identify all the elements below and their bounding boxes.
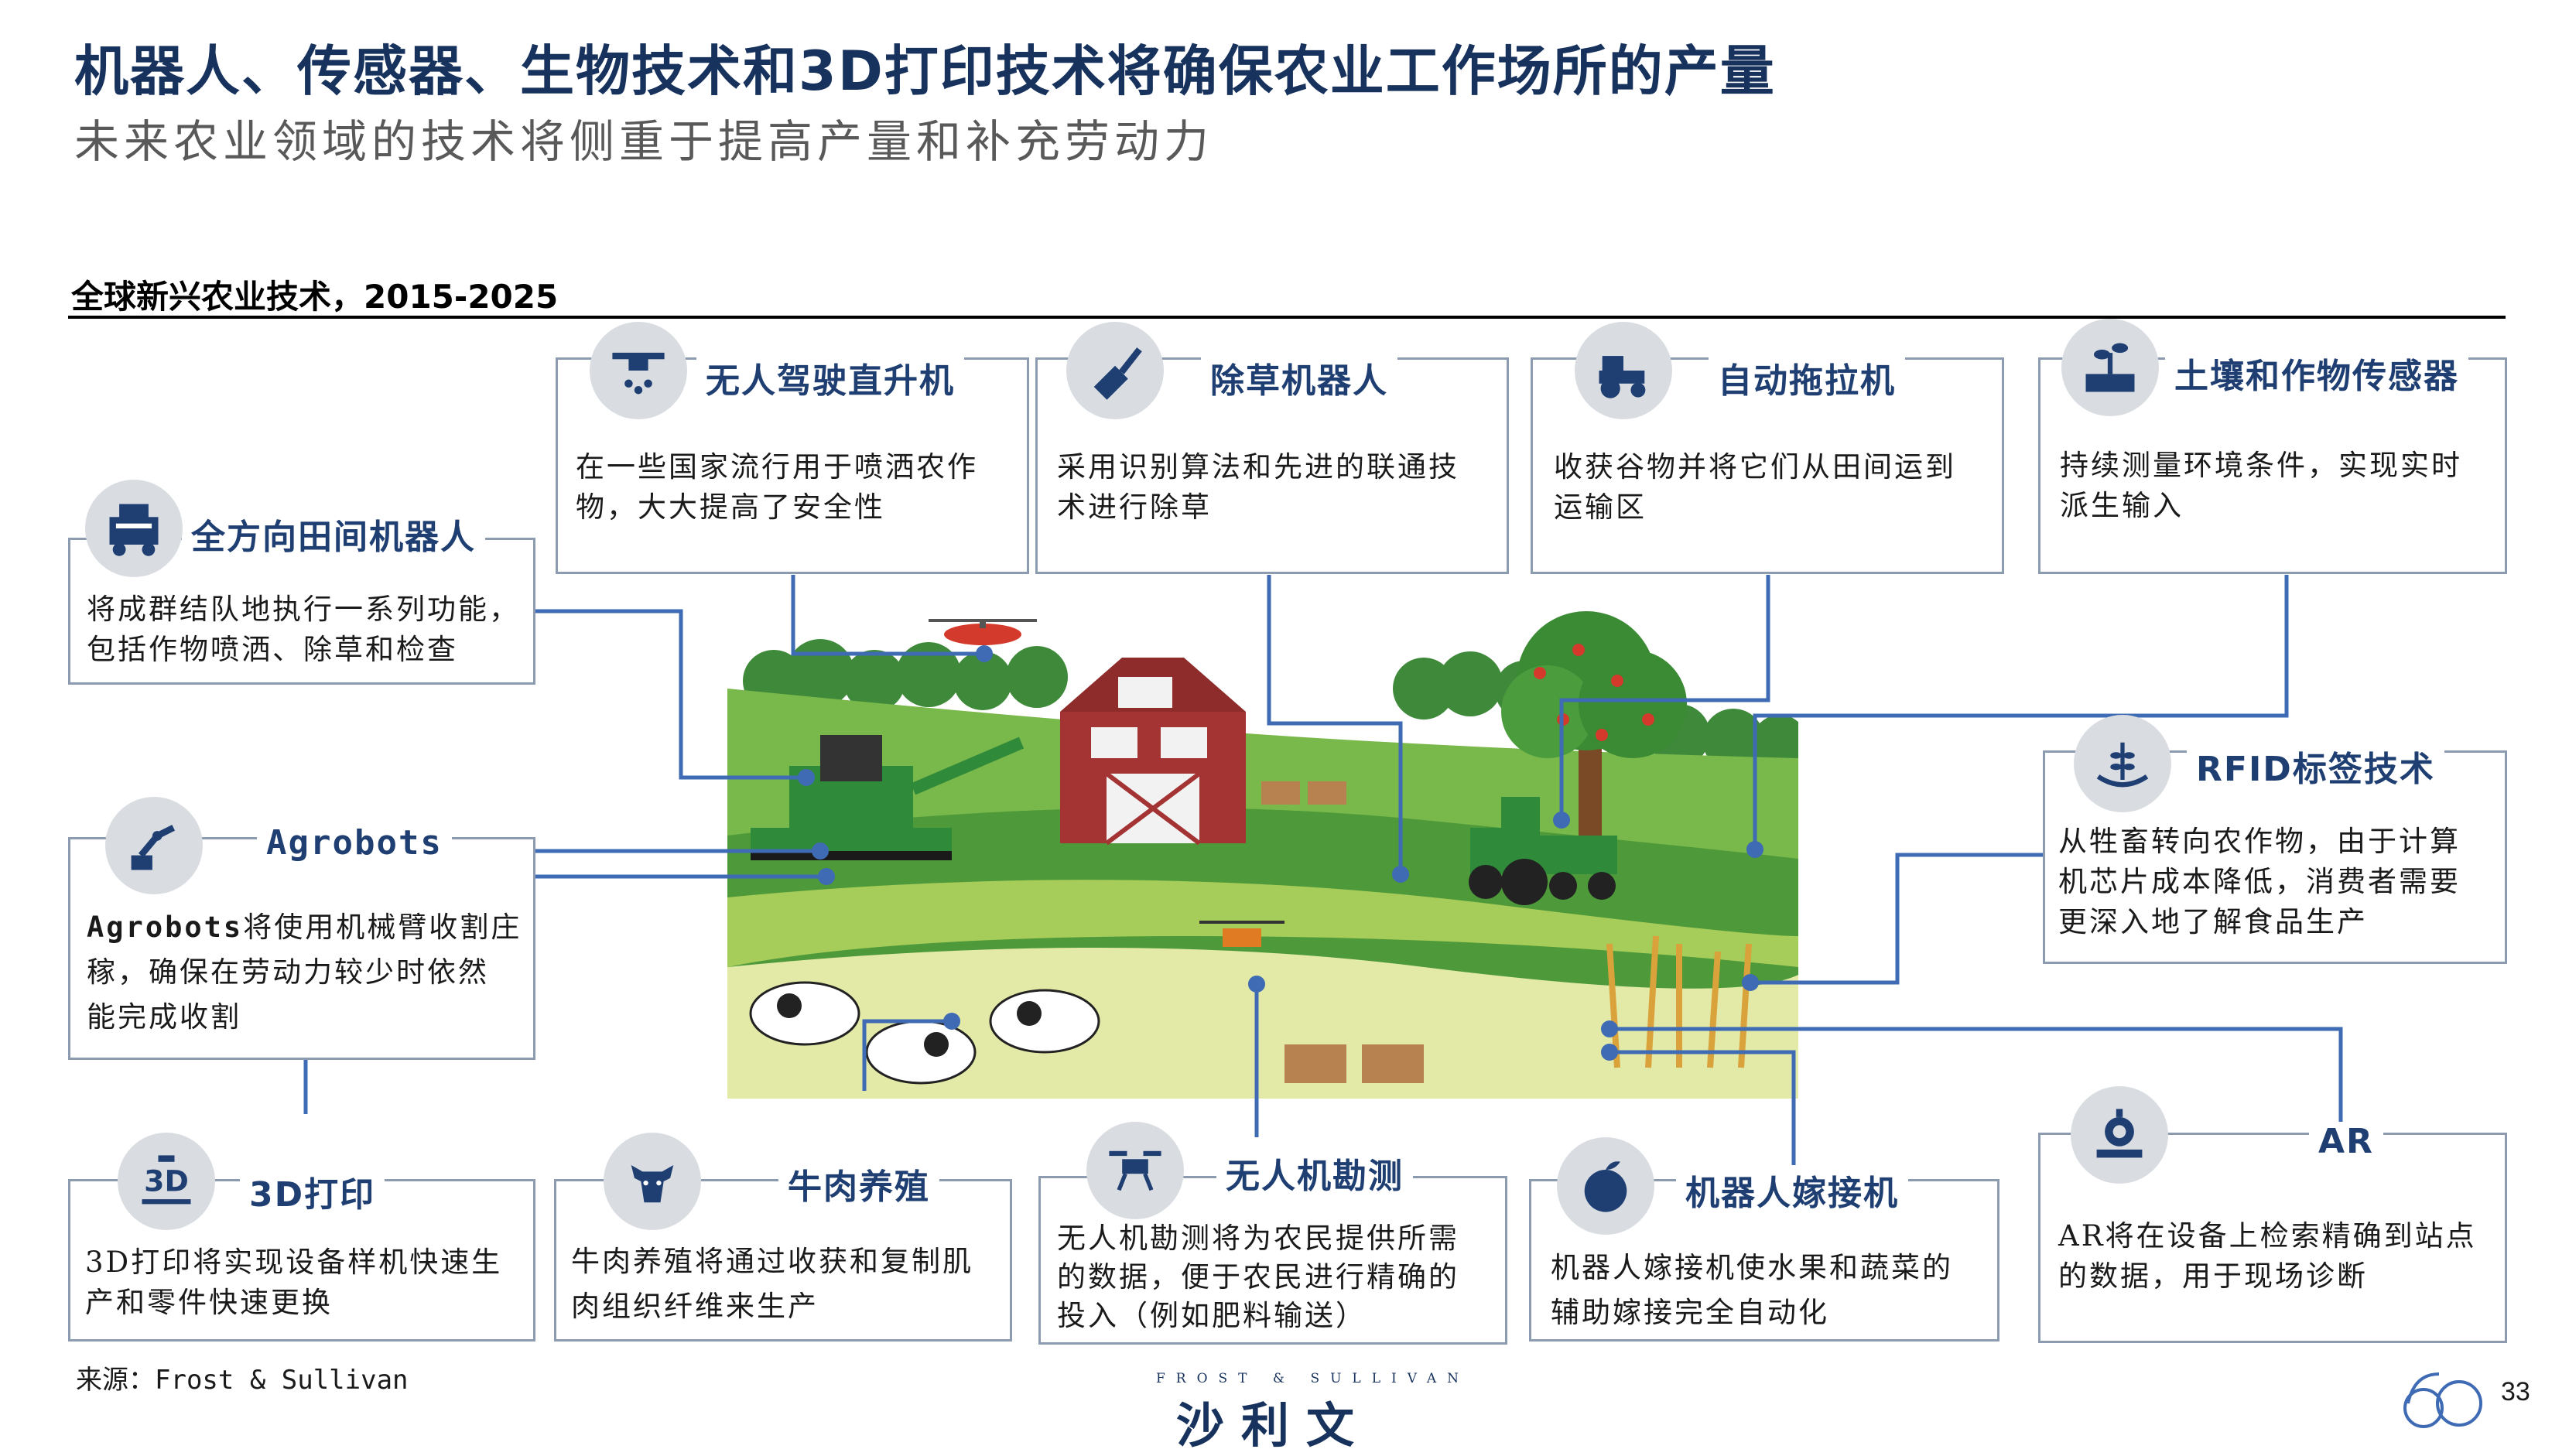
agrobots-line1-rest: 将使用机械臂收割庄 <box>243 911 522 944</box>
card-text-line: 的数据，用于现场诊断 <box>2058 1259 2368 1293</box>
farm-robot-icon <box>85 480 183 577</box>
card-title-robotic-grafter: 机器人嫁接机 <box>1676 1165 1908 1215</box>
page-number: 33 <box>2501 1377 2530 1406</box>
card-text-line: 更深入地了解食品生产 <box>2058 905 2368 938</box>
card-text-line: 在一些国家流行用于喷洒农作 <box>576 450 978 484</box>
card-text-line: 稼，确保在劳动力较少时依然 <box>87 955 489 989</box>
card-body-unmanned-helicopter: 在一些国家流行用于喷洒农作 物，大大提高了安全性 <box>576 447 978 528</box>
section-title: 全球新兴农业技术，2015-2025 <box>71 278 559 316</box>
agrobots-bold-term: Agrobots <box>87 911 244 944</box>
svg-text:3D: 3D <box>144 1164 189 1198</box>
tractor-icon <box>1575 322 1672 419</box>
card-body-autonomous-tractor: 收获谷物并将它们从田间运到 运输区 <box>1554 447 1956 528</box>
card-title-drone-survey: 无人机勘测 <box>1216 1148 1413 1198</box>
card-text-line: 采用识别算法和先进的联通技 <box>1057 450 1459 484</box>
fruit-icon <box>1557 1137 1654 1235</box>
plant-sensor-icon <box>2061 319 2159 416</box>
spray-drone-icon <box>590 322 687 419</box>
card-text-line: 机器人嫁接机使水果和蔬菜的 <box>1551 1251 1953 1284</box>
card-title-agrobots: Agrobots <box>257 823 452 863</box>
card-body-ar: AR将在设备上检索精确到站点 的数据，用于现场诊断 <box>2058 1216 2477 1297</box>
card-title-omni-field-robot: 全方向田间机器人 <box>182 509 485 559</box>
trowel-icon <box>1066 322 1164 419</box>
section-divider <box>68 316 2506 319</box>
ar-device-icon <box>2071 1086 2168 1184</box>
card-text-line: 3D打印将实现设备样机快速生 <box>85 1246 503 1279</box>
source-note: 来源：Frost & Sullivan <box>76 1365 409 1396</box>
card-body-robotic-grafter: 机器人嫁接机使水果和蔬菜的 辅助嫁接完全自动化 <box>1551 1246 1953 1335</box>
card-text-line: AR将在设备上检索精确到站点 <box>2058 1219 2477 1253</box>
card-text-line: 辅助嫁接完全自动化 <box>1551 1296 1829 1329</box>
card-text-line: 机芯片成本降低，消费者需要 <box>2058 865 2461 898</box>
card-title-beef-farming: 牛肉养殖 <box>778 1159 939 1208</box>
card-title-rfid-tagging: RFID标签技术 <box>2187 741 2444 791</box>
card-title-unmanned-helicopter: 无人驾驶直升机 <box>696 353 964 402</box>
card-text-line: 从牲畜转向农作物，由于计算 <box>2058 825 2461 858</box>
brand-logo-text: FROST & SULLIVAN <box>1156 1371 1469 1386</box>
card-text-line: 牛肉养殖将通过收获和复制肌 <box>571 1245 973 1278</box>
card-body-drone-survey: 无人机勘测将为农民提供所需 的数据，便于农民进行精确的 投入（例如肥料输送） <box>1057 1219 1459 1335</box>
3d-print-icon: 3D <box>118 1133 215 1230</box>
card-text-line: Agrobots将使用机械臂收割庄 <box>87 905 522 950</box>
card-title-autonomous-tractor: 自动拖拉机 <box>1709 353 1905 402</box>
robot-arm-icon <box>105 797 203 894</box>
wheat-chip-icon <box>2074 715 2171 812</box>
card-text-line: 持续测量环境条件，实现实时 <box>2060 449 2462 482</box>
card-text-line: 运输区 <box>1554 490 1647 524</box>
card-body-3d-printing: 3D打印将实现设备样机快速生 产和零件快速更换 <box>85 1242 502 1323</box>
card-body-beef-farming: 牛肉养殖将通过收获和复制肌 肉组织纤维来生产 <box>571 1239 973 1329</box>
cow-head-icon <box>604 1133 701 1230</box>
card-title-soil-crop-sensor: 土壤和作物传感器 <box>2165 348 2468 398</box>
card-text-line: 派生输入 <box>2060 489 2184 522</box>
drone-icon <box>1086 1122 1184 1219</box>
card-body-omni-field-robot: 将成群结队地执行一系列功能， 包括作物喷洒、除草和检查 <box>87 590 520 670</box>
card-body-agrobots: Agrobots将使用机械臂收割庄 稼，确保在劳动力较少时依然 能完成收割 <box>87 905 522 1040</box>
card-body-soil-crop-sensor: 持续测量环境条件，实现实时 派生输入 <box>2060 446 2462 526</box>
card-text-line: 肉组织纤维来生产 <box>571 1290 819 1323</box>
card-text-line: 将成群结队地执行一系列功能， <box>87 593 520 626</box>
card-text-line: 术进行除草 <box>1057 490 1212 524</box>
card-body-weeding-robot: 采用识别算法和先进的联通技 术进行除草 <box>1057 447 1459 528</box>
card-text-line: 物，大大提高了安全性 <box>576 490 885 524</box>
card-text-line: 收获谷物并将它们从田间运到 <box>1554 450 1956 484</box>
brand-logo-chinese: 沙利文 <box>1176 1397 1372 1454</box>
page-subtitle: 未来农业领域的技术将侧重于提高产量和补充劳动力 <box>74 115 1214 168</box>
card-text-line: 能完成收割 <box>87 1000 241 1034</box>
page-title: 机器人、传感器、生物技术和3D打印技术将确保农业工作场所的产量 <box>74 39 1776 103</box>
card-text-line: 产和零件快速更换 <box>85 1286 333 1319</box>
card-title-3d-printing: 3D打印 <box>240 1167 385 1216</box>
farm-illustration <box>727 603 1798 1099</box>
card-body-rfid-tagging: 从牲畜转向农作物，由于计算 机芯片成本降低，消费者需要 更深入地了解食品生产 <box>2058 822 2461 942</box>
card-title-weeding-robot: 除草机器人 <box>1201 353 1397 402</box>
card-text-line: 的数据，便于农民进行精确的 <box>1057 1260 1459 1294</box>
card-text-line: 包括作物喷洒、除草和检查 <box>87 633 458 666</box>
anniversary-60-logo <box>2403 1372 2482 1428</box>
card-title-ar: AR <box>2309 1122 2383 1161</box>
card-text-line: 投入（例如肥料输送） <box>1057 1299 1367 1332</box>
card-text-line: 无人机勘测将为农民提供所需 <box>1057 1222 1459 1255</box>
